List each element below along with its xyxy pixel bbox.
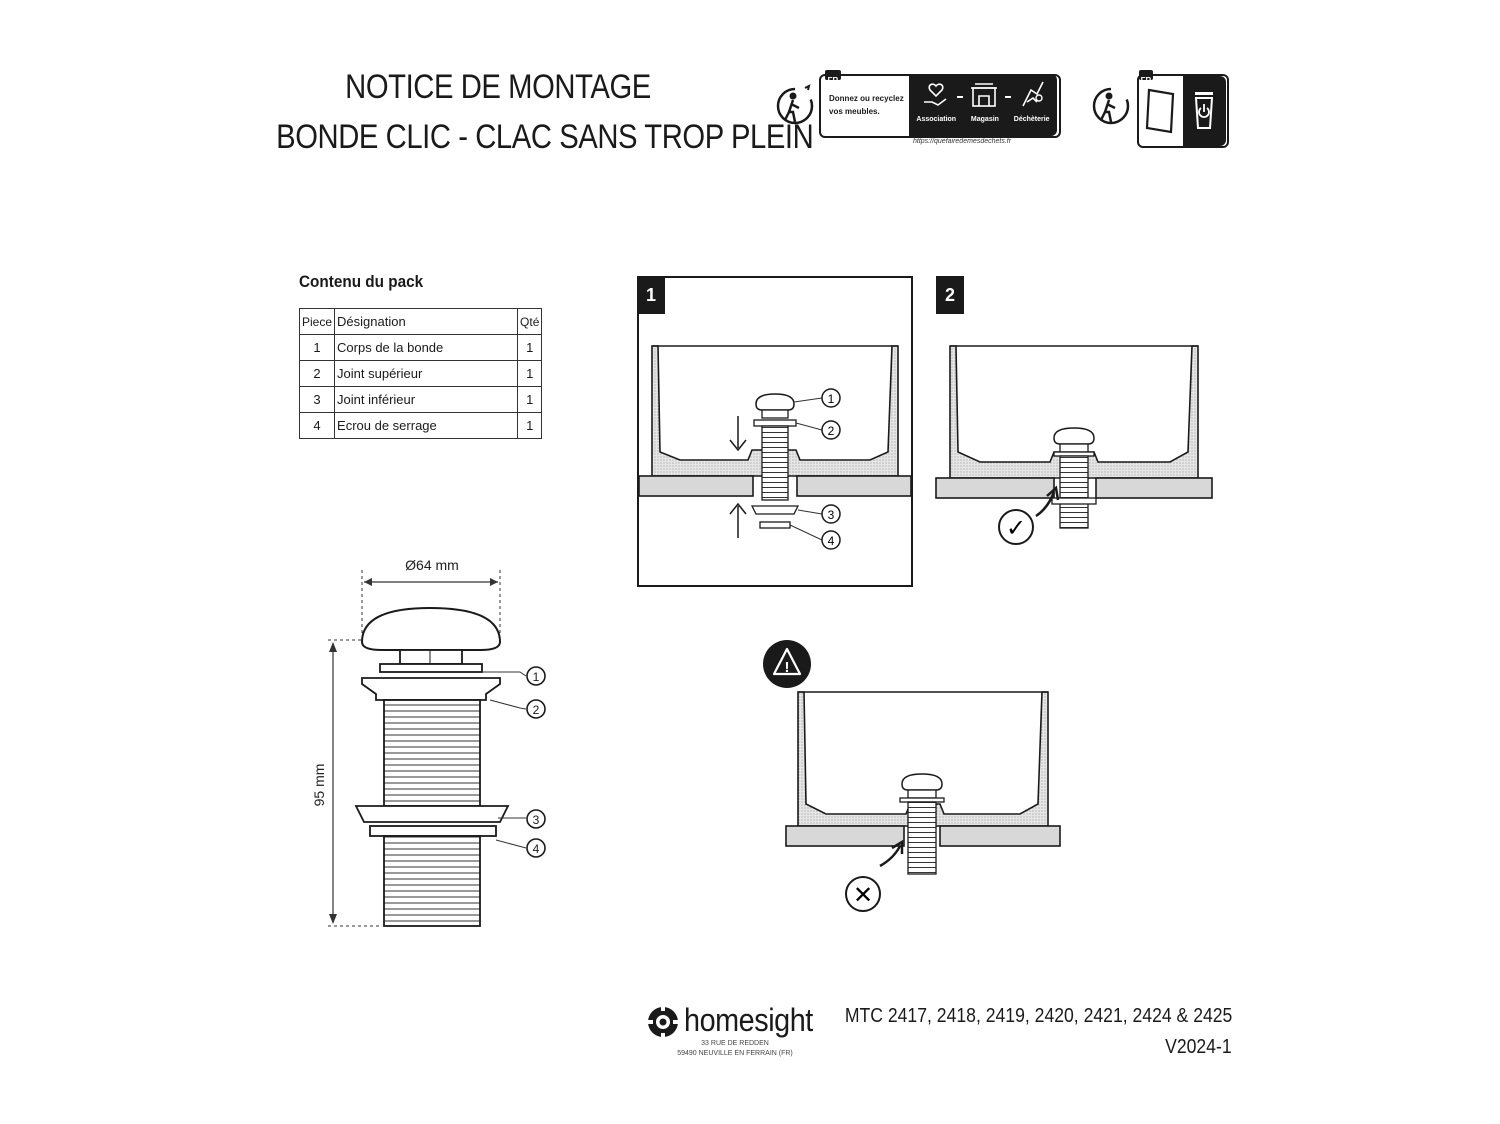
pack-table: Piece Désignation Qté 1 Corps de la bond… xyxy=(298,308,543,439)
address-line-1: 33 RUE DE REDDEN xyxy=(701,1040,769,1047)
height-label: 95 mm xyxy=(311,764,327,807)
svg-text:2: 2 xyxy=(533,703,540,717)
callout-1: 1 xyxy=(526,666,546,686)
label-decheterie: Déchèterie xyxy=(1013,116,1050,123)
cell-piece: 1 xyxy=(298,334,336,361)
diameter-label: Ø64 mm xyxy=(405,557,459,573)
svg-text:✕: ✕ xyxy=(853,881,873,909)
table-row: 3 Joint inférieur 1 xyxy=(298,386,543,413)
fr-badge-2: FR xyxy=(1140,76,1152,85)
callout-3: 3 xyxy=(526,809,546,829)
pack-heading: Contenu du pack xyxy=(299,272,424,291)
step-2-number: 2 xyxy=(936,276,964,314)
cell-piece: 2 xyxy=(298,360,336,387)
step1-callout-3: 3 xyxy=(821,504,841,524)
table-header-row: Piece Désignation Qté xyxy=(298,308,543,335)
brand-name: homesight xyxy=(684,1002,813,1038)
callout-2: 2 xyxy=(526,699,546,719)
svg-text:!: ! xyxy=(785,659,790,676)
ok-check-icon: ✓ xyxy=(998,509,1034,545)
cell-qty: 1 xyxy=(517,412,543,439)
page-title-line-1: NOTICE DE MONTAGE xyxy=(345,68,651,106)
cell-qty: 1 xyxy=(517,386,543,413)
homesight-logo-icon xyxy=(648,1006,678,1038)
cell-designation: Joint supérieur xyxy=(334,360,519,387)
col-header-qty: Qté xyxy=(517,308,543,335)
model-numbers: MTC 2417, 2418, 2419, 2420, 2421, 2424 &… xyxy=(844,1005,1232,1027)
step-1-diagram: 1 2 3 4 xyxy=(638,345,912,550)
triman-text-line-2: vos meubles. xyxy=(829,107,880,116)
address-line-2: 59490 NEUVILLE EN FERRAIN (FR) xyxy=(677,1050,793,1057)
fr-badge: FR xyxy=(827,76,839,85)
dump-icon xyxy=(1022,81,1044,107)
cell-piece: 3 xyxy=(298,386,336,413)
col-header-designation: Désignation xyxy=(334,308,519,335)
svg-text:3: 3 xyxy=(828,508,835,522)
triman-url: https://quefairedemesdechets.fr xyxy=(913,138,1012,145)
triman-person-icon xyxy=(776,84,814,125)
cell-qty: 1 xyxy=(517,360,543,387)
triman-text-line-1: Donnez ou recyclez xyxy=(829,94,904,103)
step1-callout-1: 1 xyxy=(821,388,841,408)
drain-dimension-drawing: Ø64 mm 95 mm 1 2 3 4 xyxy=(311,557,546,927)
callout-4: 4 xyxy=(526,838,546,858)
version: V2024-1 xyxy=(1165,1036,1232,1058)
recycling-info: FR Donnez ou recyclez vos meubles. Assoc… xyxy=(775,70,1235,150)
association-icon xyxy=(924,83,947,106)
svg-text:4: 4 xyxy=(828,534,835,548)
svg-text:3: 3 xyxy=(533,813,540,827)
col-header-piece: Piece xyxy=(298,308,336,335)
step1-callout-2: 2 xyxy=(821,420,841,440)
wrong-cross-icon: ✕ xyxy=(845,876,881,912)
label-magasin: Magasin xyxy=(970,116,999,123)
warning-diagram: ! ✕ xyxy=(763,640,1061,912)
table-row: 4 Ecrou de serrage 1 xyxy=(298,412,543,439)
label-association: Association xyxy=(916,116,957,123)
svg-text:1: 1 xyxy=(828,392,835,406)
cell-designation: Joint inférieur xyxy=(334,386,519,413)
shop-icon xyxy=(971,83,997,107)
page-title-line-2: BONDE CLIC - CLAC SANS TROP PLEIN xyxy=(276,118,814,156)
svg-text:1: 1 xyxy=(533,670,540,684)
svg-text:2: 2 xyxy=(828,424,835,438)
svg-text:✓: ✓ xyxy=(1006,514,1026,542)
step1-callout-4: 4 xyxy=(821,530,841,550)
recycle-bin-icon xyxy=(1194,92,1214,129)
svg-text:4: 4 xyxy=(533,842,540,856)
step-1-number: 1 xyxy=(637,276,665,314)
table-row: 1 Corps de la bonde 1 xyxy=(298,334,543,361)
triman-person-icon-2 xyxy=(1092,87,1130,125)
step-1-panel xyxy=(637,276,913,587)
cell-qty: 1 xyxy=(517,334,543,361)
step-2-diagram: ✓ xyxy=(935,345,1213,545)
table-row: 2 Joint supérieur 1 xyxy=(298,360,543,387)
cell-designation: Ecrou de serrage xyxy=(334,412,519,439)
cell-designation: Corps de la bonde xyxy=(334,334,519,361)
warning-icon: ! xyxy=(763,640,811,688)
cell-piece: 4 xyxy=(298,412,336,439)
paper-icon xyxy=(1145,88,1175,134)
